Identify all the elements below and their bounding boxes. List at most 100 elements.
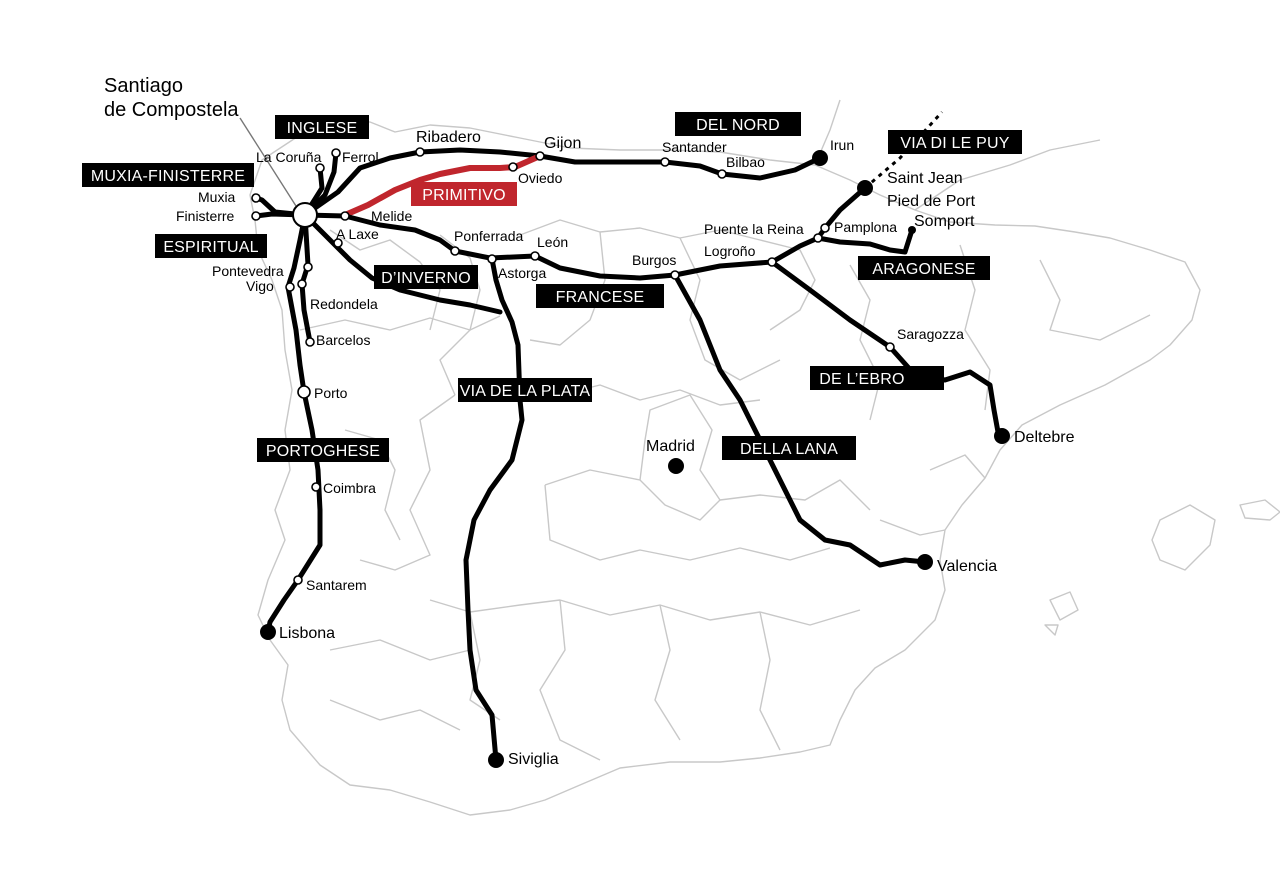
label-somport: Somport — [914, 213, 975, 230]
origin-line-1: Santiago — [104, 75, 183, 97]
stop-ribadero — [415, 147, 425, 157]
stop-la-coruna — [315, 163, 325, 173]
route-via-de-la-plata-line — [463, 256, 525, 763]
label-muxia: Muxia — [198, 189, 236, 205]
label-gijon: Gijon — [544, 135, 581, 152]
badge-via-di-le-puy: VIA DI LE PUY — [888, 130, 1022, 154]
label-a-laxe: A Laxe — [336, 226, 379, 242]
santiago-leader-line — [239, 117, 297, 207]
iberia-coastline — [249, 121, 1201, 816]
label-madrid: Madrid — [646, 438, 695, 455]
svg-text:ESPIRITUAL: ESPIRITUAL — [163, 239, 258, 256]
stop-valencia — [917, 554, 933, 570]
badge-espiritual: ESPIRITUAL — [155, 234, 267, 258]
region-outlines — [249, 99, 1280, 816]
stop-pamplona — [820, 223, 830, 233]
route-del-nord-line — [302, 147, 823, 218]
label-porto: Porto — [314, 385, 348, 401]
stop-leon — [530, 251, 540, 261]
label-redondela: Redondela — [310, 296, 378, 312]
stop-logrono — [767, 257, 777, 267]
stop-melide — [340, 211, 350, 221]
label-pontevedra: Pontevedra — [212, 263, 284, 279]
label-siviglia: Siviglia — [508, 751, 559, 768]
label-saint-jean-2: Pied de Port — [887, 193, 976, 210]
label-ferrol: Ferrol — [342, 149, 379, 165]
stop-porto — [297, 385, 311, 399]
stop-redondela — [297, 279, 307, 289]
origin-line-2: de Compostela — [104, 99, 239, 121]
badge-primitivo: PRIMITIVO — [411, 182, 517, 206]
route-aragonese-line — [815, 227, 915, 255]
label-finisterre: Finisterre — [176, 208, 235, 224]
stop-lisbona — [260, 624, 276, 640]
stop-a-laxe — [333, 238, 343, 248]
label-santander: Santander — [662, 139, 727, 155]
stop-pontevedra — [303, 262, 313, 272]
label-logrono: Logroño — [704, 243, 756, 259]
svg-text:VIA DI LE PUY: VIA DI LE PUY — [900, 135, 1009, 152]
stop-ferrol — [331, 148, 341, 158]
label-ribadero: Ribadero — [416, 129, 481, 146]
badge-inglese: INGLESE — [275, 115, 369, 139]
svg-text:MUXIA-FINISTERRE: MUXIA-FINISTERRE — [91, 168, 245, 185]
label-lisbona: Lisbona — [279, 625, 335, 642]
stops — [251, 147, 1010, 768]
stop-deltebre — [994, 428, 1010, 444]
svg-text:PRIMITIVO: PRIMITIVO — [422, 187, 506, 204]
stop-siviglia — [488, 752, 504, 768]
stop-madrid — [668, 458, 684, 474]
stop-irun — [812, 150, 828, 166]
label-leon: León — [537, 234, 568, 250]
label-barcelos: Barcelos — [316, 332, 370, 348]
stop-puente-la-reina — [813, 233, 823, 243]
svg-text:PORTOGHESE: PORTOGHESE — [266, 443, 380, 460]
badge-della-lana: DELLA LANA — [722, 436, 856, 460]
label-burgos: Burgos — [632, 252, 676, 268]
svg-text:DELLA LANA: DELLA LANA — [740, 441, 838, 458]
stop-santander — [660, 157, 670, 167]
label-saint-jean-1: Saint Jean — [887, 170, 963, 187]
stop-saragozza — [885, 342, 895, 352]
badge-francese: FRANCESE — [536, 284, 664, 308]
svg-text:FRANCESE: FRANCESE — [556, 289, 645, 306]
label-la-coruna: La Coruña — [256, 149, 322, 165]
label-pamplona: Pamplona — [834, 219, 897, 235]
stop-oviedo — [508, 162, 518, 172]
svg-text:DEL NORD: DEL NORD — [696, 117, 780, 134]
label-bilbao: Bilbao — [726, 154, 765, 170]
stop-coimbra — [311, 482, 321, 492]
svg-text:VIA DE LA PLATA: VIA DE LA PLATA — [460, 383, 591, 400]
badge-muxia-finisterre: MUXIA-FINISTERRE — [82, 163, 254, 187]
label-oviedo: Oviedo — [518, 170, 563, 186]
route-della-lana-line — [672, 272, 928, 568]
svg-text:DE L’EBRO: DE L’EBRO — [819, 371, 904, 388]
label-ponferrada: Ponferrada — [454, 228, 523, 244]
label-saragozza: Saragozza — [897, 326, 964, 342]
stop-astorga — [487, 254, 497, 264]
stop-vigo — [285, 282, 295, 292]
stop-ponferrada — [450, 246, 460, 256]
stop-santarem — [293, 575, 303, 585]
label-puente-la-reina: Puente la Reina — [704, 221, 804, 237]
badge-portoghese: PORTOGHESE — [257, 438, 389, 462]
label-irun: Irun — [830, 137, 854, 153]
stop-somport — [908, 226, 916, 234]
stop-bilbao — [717, 169, 727, 179]
stop-finisterre — [251, 211, 261, 221]
balearic-islands — [1151, 504, 1216, 571]
stop-muxia — [251, 193, 261, 203]
label-melide: Melide — [371, 208, 412, 224]
stop-gijon — [535, 151, 545, 161]
label-vigo: Vigo — [246, 278, 274, 294]
route-badges: INGLESE MUXIA-FINISTERRE ESPIRITUAL PRIM… — [82, 112, 1022, 462]
label-santarem: Santarem — [306, 577, 367, 593]
badge-d-inverno: D’INVERNO — [374, 265, 478, 289]
badge-de-l-ebro: DE L’EBRO — [810, 366, 944, 390]
label-deltebre: Deltebre — [1014, 429, 1075, 446]
badge-del-nord: DEL NORD — [675, 112, 801, 136]
badge-aragonese: ARAGONESE — [858, 256, 990, 280]
label-coimbra: Coimbra — [323, 480, 376, 496]
badge-via-de-la-plata: VIA DE LA PLATA — [458, 378, 592, 402]
